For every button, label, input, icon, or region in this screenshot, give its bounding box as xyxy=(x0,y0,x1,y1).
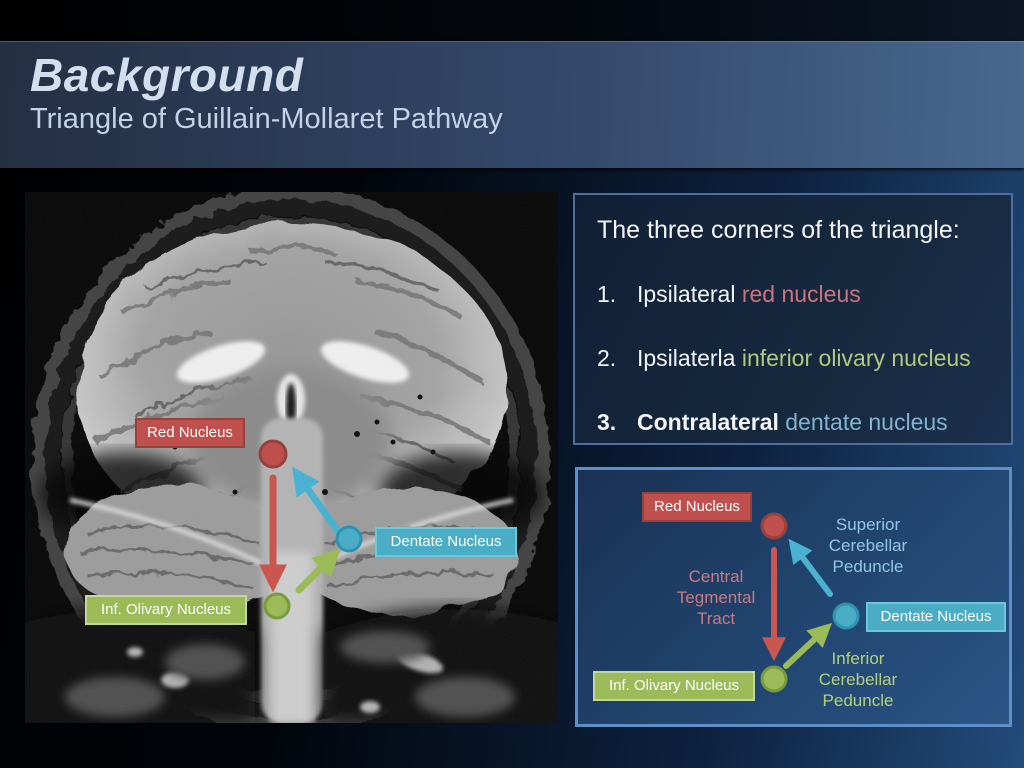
red-nucleus-dot xyxy=(760,512,788,540)
diagram-label-inf-olivary-nucleus: Inf. Olivary Nucleus xyxy=(593,671,755,701)
inferior-olivary-nucleus-dot xyxy=(760,665,788,693)
triangle-corners-panel: The three corners of the triangle: 1. Ip… xyxy=(573,193,1013,445)
inferior-olivary-nucleus-dot xyxy=(263,592,291,620)
red-nucleus-dot xyxy=(258,439,288,469)
mri-annotation-overlay xyxy=(258,439,363,620)
item-highlight-teal: dentate nucleus xyxy=(785,409,948,435)
item-highlight-green: inferior olivary nucleus xyxy=(741,345,971,371)
annotation-central-tegmental-tract: Central Tegmental Tract xyxy=(676,567,756,628)
mri-brain-scan-art xyxy=(25,192,558,723)
pathway-diagram-overlay xyxy=(760,512,860,693)
item-number: 3. xyxy=(597,409,617,435)
dentate-nucleus-dot xyxy=(335,525,363,553)
item-number: 2. xyxy=(597,345,617,371)
slide-title: Background xyxy=(30,49,304,101)
slide-header: Background Triangle of Guillain-Mollaret… xyxy=(0,41,1024,168)
superior-cerebellar-peduncle-arrow xyxy=(788,538,833,597)
list-item-inferior-olivary: 2. Ipsilaterla inferior olivary nucleus xyxy=(597,343,997,373)
top-strip xyxy=(0,0,1024,41)
dentate-nucleus-dot xyxy=(832,602,860,630)
item-number: 1. xyxy=(597,281,617,307)
item-prefix: Ipsilateral xyxy=(637,281,742,307)
inferior-cerebellar-peduncle-arrow xyxy=(295,548,341,594)
inferior-cerebellar-peduncle-arrow xyxy=(783,622,833,669)
mri-label-dentate-nucleus: Dentate Nucleus xyxy=(375,527,517,557)
panel-heading: The three corners of the triangle: xyxy=(597,216,960,244)
annotation-inferior-cerebellar-peduncle: Inferior Cerebellar Peduncle xyxy=(818,649,898,710)
list-item-red-nucleus: 1. Ipsilateral red nucleus xyxy=(597,279,997,309)
mri-label-inf-olivary-nucleus: Inf. Olivary Nucleus xyxy=(85,595,247,625)
item-highlight-red: red nucleus xyxy=(741,281,861,307)
item-prefix: Contralateral xyxy=(637,409,786,435)
superior-cerebellar-peduncle-arrow xyxy=(292,466,341,534)
item-prefix: Ipsilaterla xyxy=(637,345,742,371)
pathway-diagram-panel: Red Nucleus Dentate Nucleus Inf. Olivary… xyxy=(575,467,1012,727)
list-item-dentate: 3. Contralateral dentate nucleus xyxy=(597,407,997,437)
diagram-label-dentate-nucleus: Dentate Nucleus xyxy=(866,602,1006,632)
slide-subtitle: Triangle of Guillain-Mollaret Pathway xyxy=(30,103,503,135)
mri-label-red-nucleus: Red Nucleus xyxy=(135,418,245,448)
annotation-superior-cerebellar-peduncle: Superior Cerebellar Peduncle xyxy=(828,515,908,576)
mri-brain-image: Red Nucleus Dentate Nucleus Inf. Olivary… xyxy=(25,192,558,723)
diagram-label-red-nucleus: Red Nucleus xyxy=(642,492,752,522)
